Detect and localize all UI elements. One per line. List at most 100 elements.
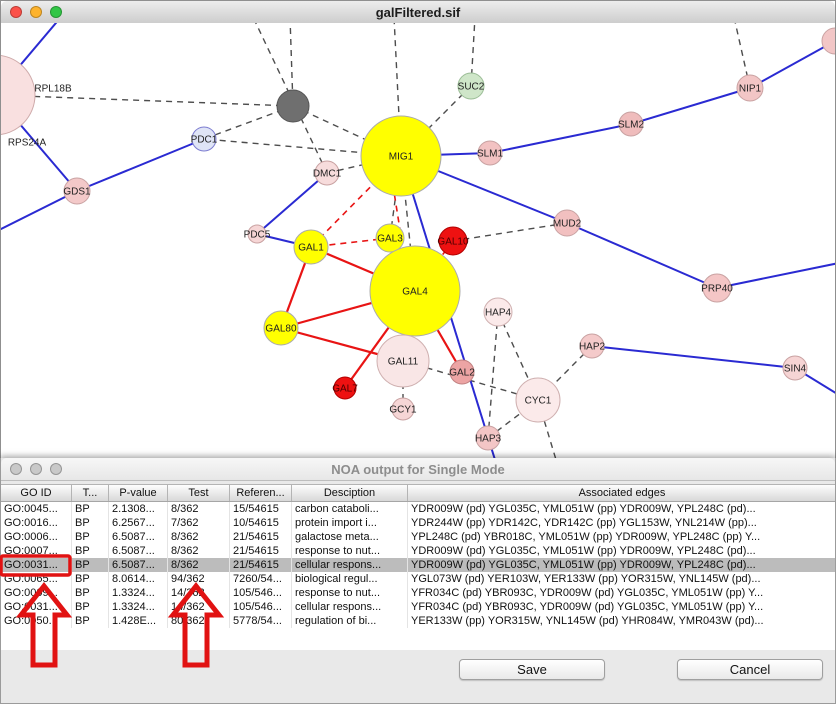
close-icon[interactable] [10,463,22,475]
network-node-label: GAL7 [332,384,358,395]
table-cell: 6.5087... [109,558,168,572]
table-cell: GO:0016... [1,516,72,530]
table-cell: 1.3324... [109,600,168,614]
table-cell: cellular respons... [292,558,408,572]
network-node-mud2[interactable] [553,209,581,237]
column-header-referen[interactable]: Referen... [230,485,292,501]
network-node-label: GAL1 [298,243,324,254]
close-icon[interactable] [10,6,22,18]
table-cell: 1.428E... [109,614,168,628]
network-node-slm1[interactable] [477,140,503,166]
network-node-gal7[interactable] [333,376,357,400]
table-cell: 14/362 [168,586,230,600]
minimize-icon[interactable] [30,6,42,18]
network-node-corner[interactable] [821,27,835,55]
table-cell: 8/362 [168,558,230,572]
network-node-label: DMC1 [313,169,342,180]
table-cell: 8/362 [168,502,230,516]
column-header-associated-edges[interactable]: Associated edges [408,485,835,501]
network-node-gcy1[interactable] [391,397,415,421]
zoom-icon[interactable] [50,463,62,475]
network-node-slm2[interactable] [618,111,644,137]
network-node-cyc1[interactable] [515,377,561,423]
network-node-gal10[interactable] [438,226,468,256]
network-node-pdc1[interactable] [191,126,217,152]
network-node-label: GAL4 [402,287,428,298]
network-edge [566,222,718,289]
table-cell: protein import i... [292,516,408,530]
network-window-titlebar[interactable]: galFiltered.sif [1,1,835,24]
column-header-p-value[interactable]: P-value [109,485,168,501]
table-cell: YDR009W (pd) YGL035C, YML051W (pp) YDR00… [408,544,835,558]
network-node-mig1[interactable] [360,115,442,197]
network-node-gal1[interactable] [293,229,329,265]
network-edge [537,345,593,401]
network-node-gal4[interactable] [369,245,461,337]
network-node-label: HAP3 [475,434,502,445]
table-cell: BP [72,614,109,628]
network-node-hap3[interactable] [475,425,501,451]
table-cell: YDR244W (pp) YDR142C, YDR142C (pp) YGL15… [408,516,835,530]
network-node-label: GAL10 [437,237,469,248]
network-node-label: MUD2 [553,219,582,230]
network-node-label: MIG1 [389,152,414,163]
network-node-gal2[interactable] [449,359,475,385]
network-edge [487,311,499,439]
network-node-gal3[interactable] [375,223,405,253]
column-header-desciption[interactable]: Desciption [292,485,408,501]
table-cell: response to nut... [292,586,408,600]
column-header-t[interactable]: T... [72,485,109,501]
cancel-button[interactable]: Cancel [677,659,823,680]
network-node-label: GCY1 [389,405,417,416]
table-cell: BP [72,530,109,544]
minimize-icon[interactable] [30,463,42,475]
column-header-go-id[interactable]: GO ID [1,485,72,501]
network-edge [749,40,835,89]
network-node-nip1[interactable] [736,74,764,102]
table-cell: 8/362 [168,544,230,558]
table-cell: GO:0050... [1,614,72,628]
network-node-hap2[interactable] [579,333,605,359]
network-node-label: SLM2 [618,120,645,131]
network-node-rpl18b[interactable] [1,54,36,136]
table-cell: 8/362 [168,530,230,544]
table-cell: response to nut... [292,544,408,558]
table-cell: 7260/54... [230,572,292,586]
network-node-pdc5[interactable] [247,224,267,244]
table-cell: cellular respons... [292,600,408,614]
table-cell: galactose meta... [292,530,408,544]
table-cell: 6.5087... [109,544,168,558]
column-header-test[interactable]: Test [168,485,230,501]
network-node-gray[interactable] [276,89,310,123]
table-cell: BP [72,502,109,516]
network-edge [591,345,796,369]
network-node-gal11[interactable] [376,334,430,388]
network-node-hap4[interactable] [483,297,513,327]
network-node-label: PDC5 [244,230,271,241]
network-node-gal80[interactable] [263,310,299,346]
save-button[interactable]: Save [459,659,605,680]
network-node-label: GAL3 [377,234,403,245]
network-node-suc2[interactable] [457,72,485,100]
network-node-prp40[interactable] [702,273,732,303]
network-node-label: SLM1 [477,149,504,160]
network-node-sin4[interactable] [782,355,808,381]
noa-window-titlebar[interactable]: NOA output for Single Mode [1,458,835,481]
zoom-icon[interactable] [50,6,62,18]
network-node-gds1[interactable] [63,177,91,205]
network-edge [489,123,632,154]
network-node-dmc1[interactable] [314,160,340,186]
